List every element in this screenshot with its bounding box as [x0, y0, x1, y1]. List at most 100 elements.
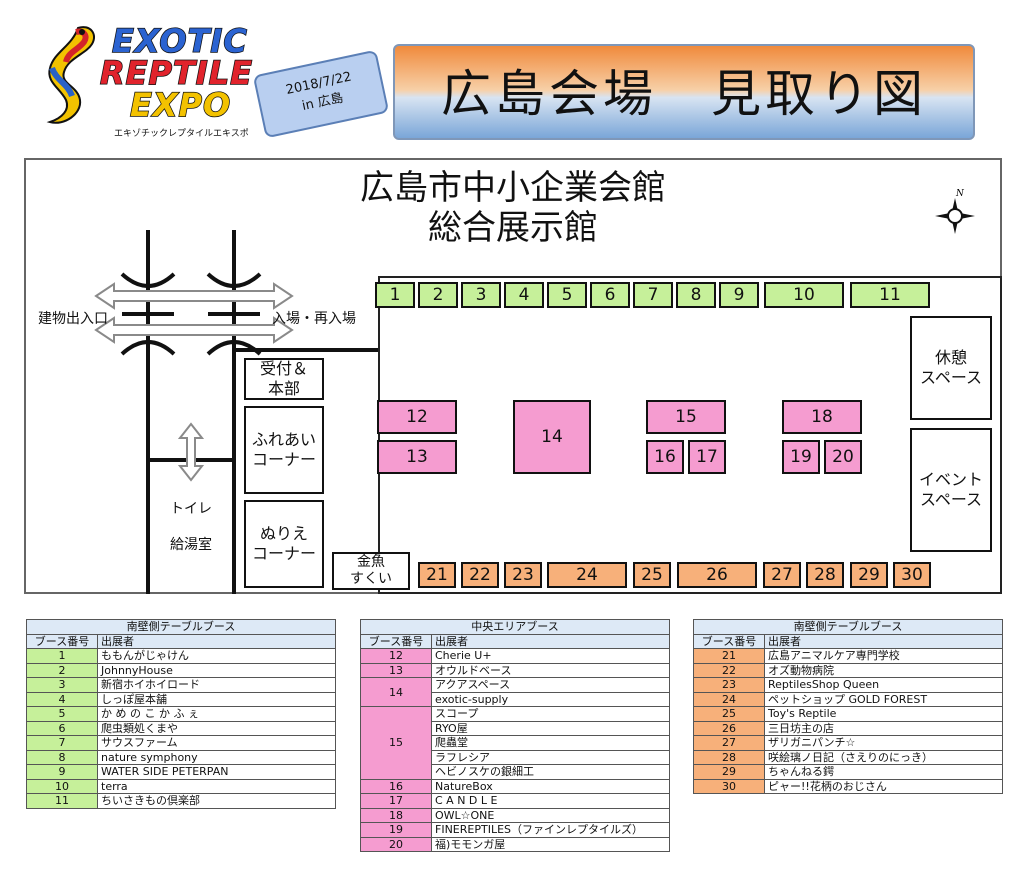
exhibitor-cell: ヘビノスケの銀細工: [431, 764, 670, 780]
booth-number-cell: 30: [693, 778, 765, 794]
booth-number-cell: 21: [693, 648, 765, 664]
booth-23: 23: [504, 562, 542, 588]
exhibitor-cell: 新宿ホイホイロード: [97, 677, 336, 693]
event-logo: EXOTIC REPTILE EXPO エキゾチックレプタイルエキスポ: [34, 21, 294, 146]
rest-label-line1: 休憩: [934, 348, 967, 367]
coloring-corner: ぬりえコーナー: [244, 500, 324, 588]
booth-2: 2: [418, 282, 458, 308]
building-entrance-label: 建物出入口: [38, 311, 108, 327]
event-label-line1: イベント: [918, 470, 983, 489]
booth-number-cell: 9: [26, 764, 98, 780]
booth-15: 15: [646, 400, 726, 434]
booth-3: 3: [461, 282, 501, 308]
booth-21: 21: [418, 562, 456, 588]
exhibitor-cell: しっぽ屋本舗: [97, 691, 336, 707]
booth-number-cell: 23: [693, 677, 765, 693]
booth-20: 20: [824, 440, 862, 474]
exhibitor-cell: ラフレシア: [431, 749, 670, 765]
corridor-line: [146, 230, 150, 594]
booth-number-cell: 8: [26, 749, 98, 765]
booth-number-cell: 7: [26, 735, 98, 751]
exhibitor-cell: ちいさきもの倶楽部: [97, 793, 336, 809]
exhibitor-cell: NatureBox: [431, 778, 670, 794]
booth-number-cell: 5: [26, 706, 98, 722]
booth-number-cell: 2: [26, 662, 98, 678]
booth-29: 29: [850, 562, 888, 588]
booth-number-cell: 28: [693, 749, 765, 765]
exhibition-hall: [378, 276, 1002, 594]
booth-19: 19: [782, 440, 820, 474]
booth-24: 24: [547, 562, 627, 588]
rest-label-line2: スペース: [919, 368, 983, 387]
exhibitor-cell: ザリガニパンチ☆: [764, 735, 1003, 751]
exhibitor-cell: terra: [97, 778, 336, 794]
logo-line-exotic: EXOTIC: [111, 21, 248, 61]
goldfish-scooping: 金魚すくい: [332, 552, 410, 590]
gecko-icon: [46, 26, 96, 124]
exhibitor-cell: サウスファーム: [97, 735, 336, 751]
logo-line-reptile: REPTILE: [99, 53, 253, 93]
booth-10: 10: [764, 282, 844, 308]
booth-number-cell: 24: [693, 691, 765, 707]
floor-map: 広島市中小企業会館 総合展示館 N: [24, 158, 1002, 594]
booth-13: 13: [377, 440, 457, 474]
booth-number-cell: 16: [360, 778, 432, 794]
booth-number-cell: 17: [360, 793, 432, 809]
exhibitor-cell: ちゃんねる鍔: [764, 764, 1003, 780]
booth-number-cell: 3: [26, 677, 98, 693]
booth-number-cell: 1: [26, 648, 98, 664]
column-header-booth-number: ブース番号: [26, 633, 98, 649]
column-header-booth-number: ブース番号: [693, 633, 765, 649]
column-header-exhibitor: 出展者: [764, 633, 1003, 649]
exhibitor-cell: RYO屋: [431, 720, 670, 736]
booth-7: 7: [633, 282, 673, 308]
compass-icon: N: [935, 189, 975, 234]
booth-25: 25: [633, 562, 671, 588]
exhibitor-cell: nature symphony: [97, 749, 336, 765]
booth-number-cell: 11: [26, 793, 98, 809]
door-icon: [120, 272, 176, 356]
page-title: 広島会場 見取り図: [441, 65, 927, 123]
booth-number-cell: 26: [693, 720, 765, 736]
entry-reentry-label: 入場・再入場: [272, 311, 356, 327]
petting-label-line1: ふれあい: [251, 430, 316, 449]
reception-label-line2: 本部: [267, 379, 300, 398]
event-space: イベントスペース: [910, 428, 992, 552]
building-name-line2: 総合展示館: [428, 208, 598, 248]
event-label-line2: スペース: [919, 490, 983, 509]
exhibitor-cell: 広島アニマルケア専門学校: [764, 648, 1003, 664]
goldfish-label-line2: すくい: [350, 571, 392, 587]
exhibitor-cell: ももんがじゃけん: [97, 648, 336, 664]
exhibitor-cell: スコープ: [431, 706, 670, 722]
goldfish-label-line1: 金魚: [357, 554, 385, 570]
booth-17: 17: [688, 440, 726, 474]
coloring-label-line1: ぬりえ: [259, 524, 308, 543]
booth-number-cell: 20: [360, 836, 432, 852]
table-caption: 中央エリアブース: [360, 619, 670, 635]
booth-number-cell: 29: [693, 764, 765, 780]
rest-space: 休憩スペース: [910, 316, 992, 420]
column-header-exhibitor: 出展者: [431, 633, 670, 649]
toilet-label: トイレ: [170, 501, 212, 517]
booth-4: 4: [504, 282, 544, 308]
exhibitor-cell: アクアスペース: [431, 677, 670, 693]
